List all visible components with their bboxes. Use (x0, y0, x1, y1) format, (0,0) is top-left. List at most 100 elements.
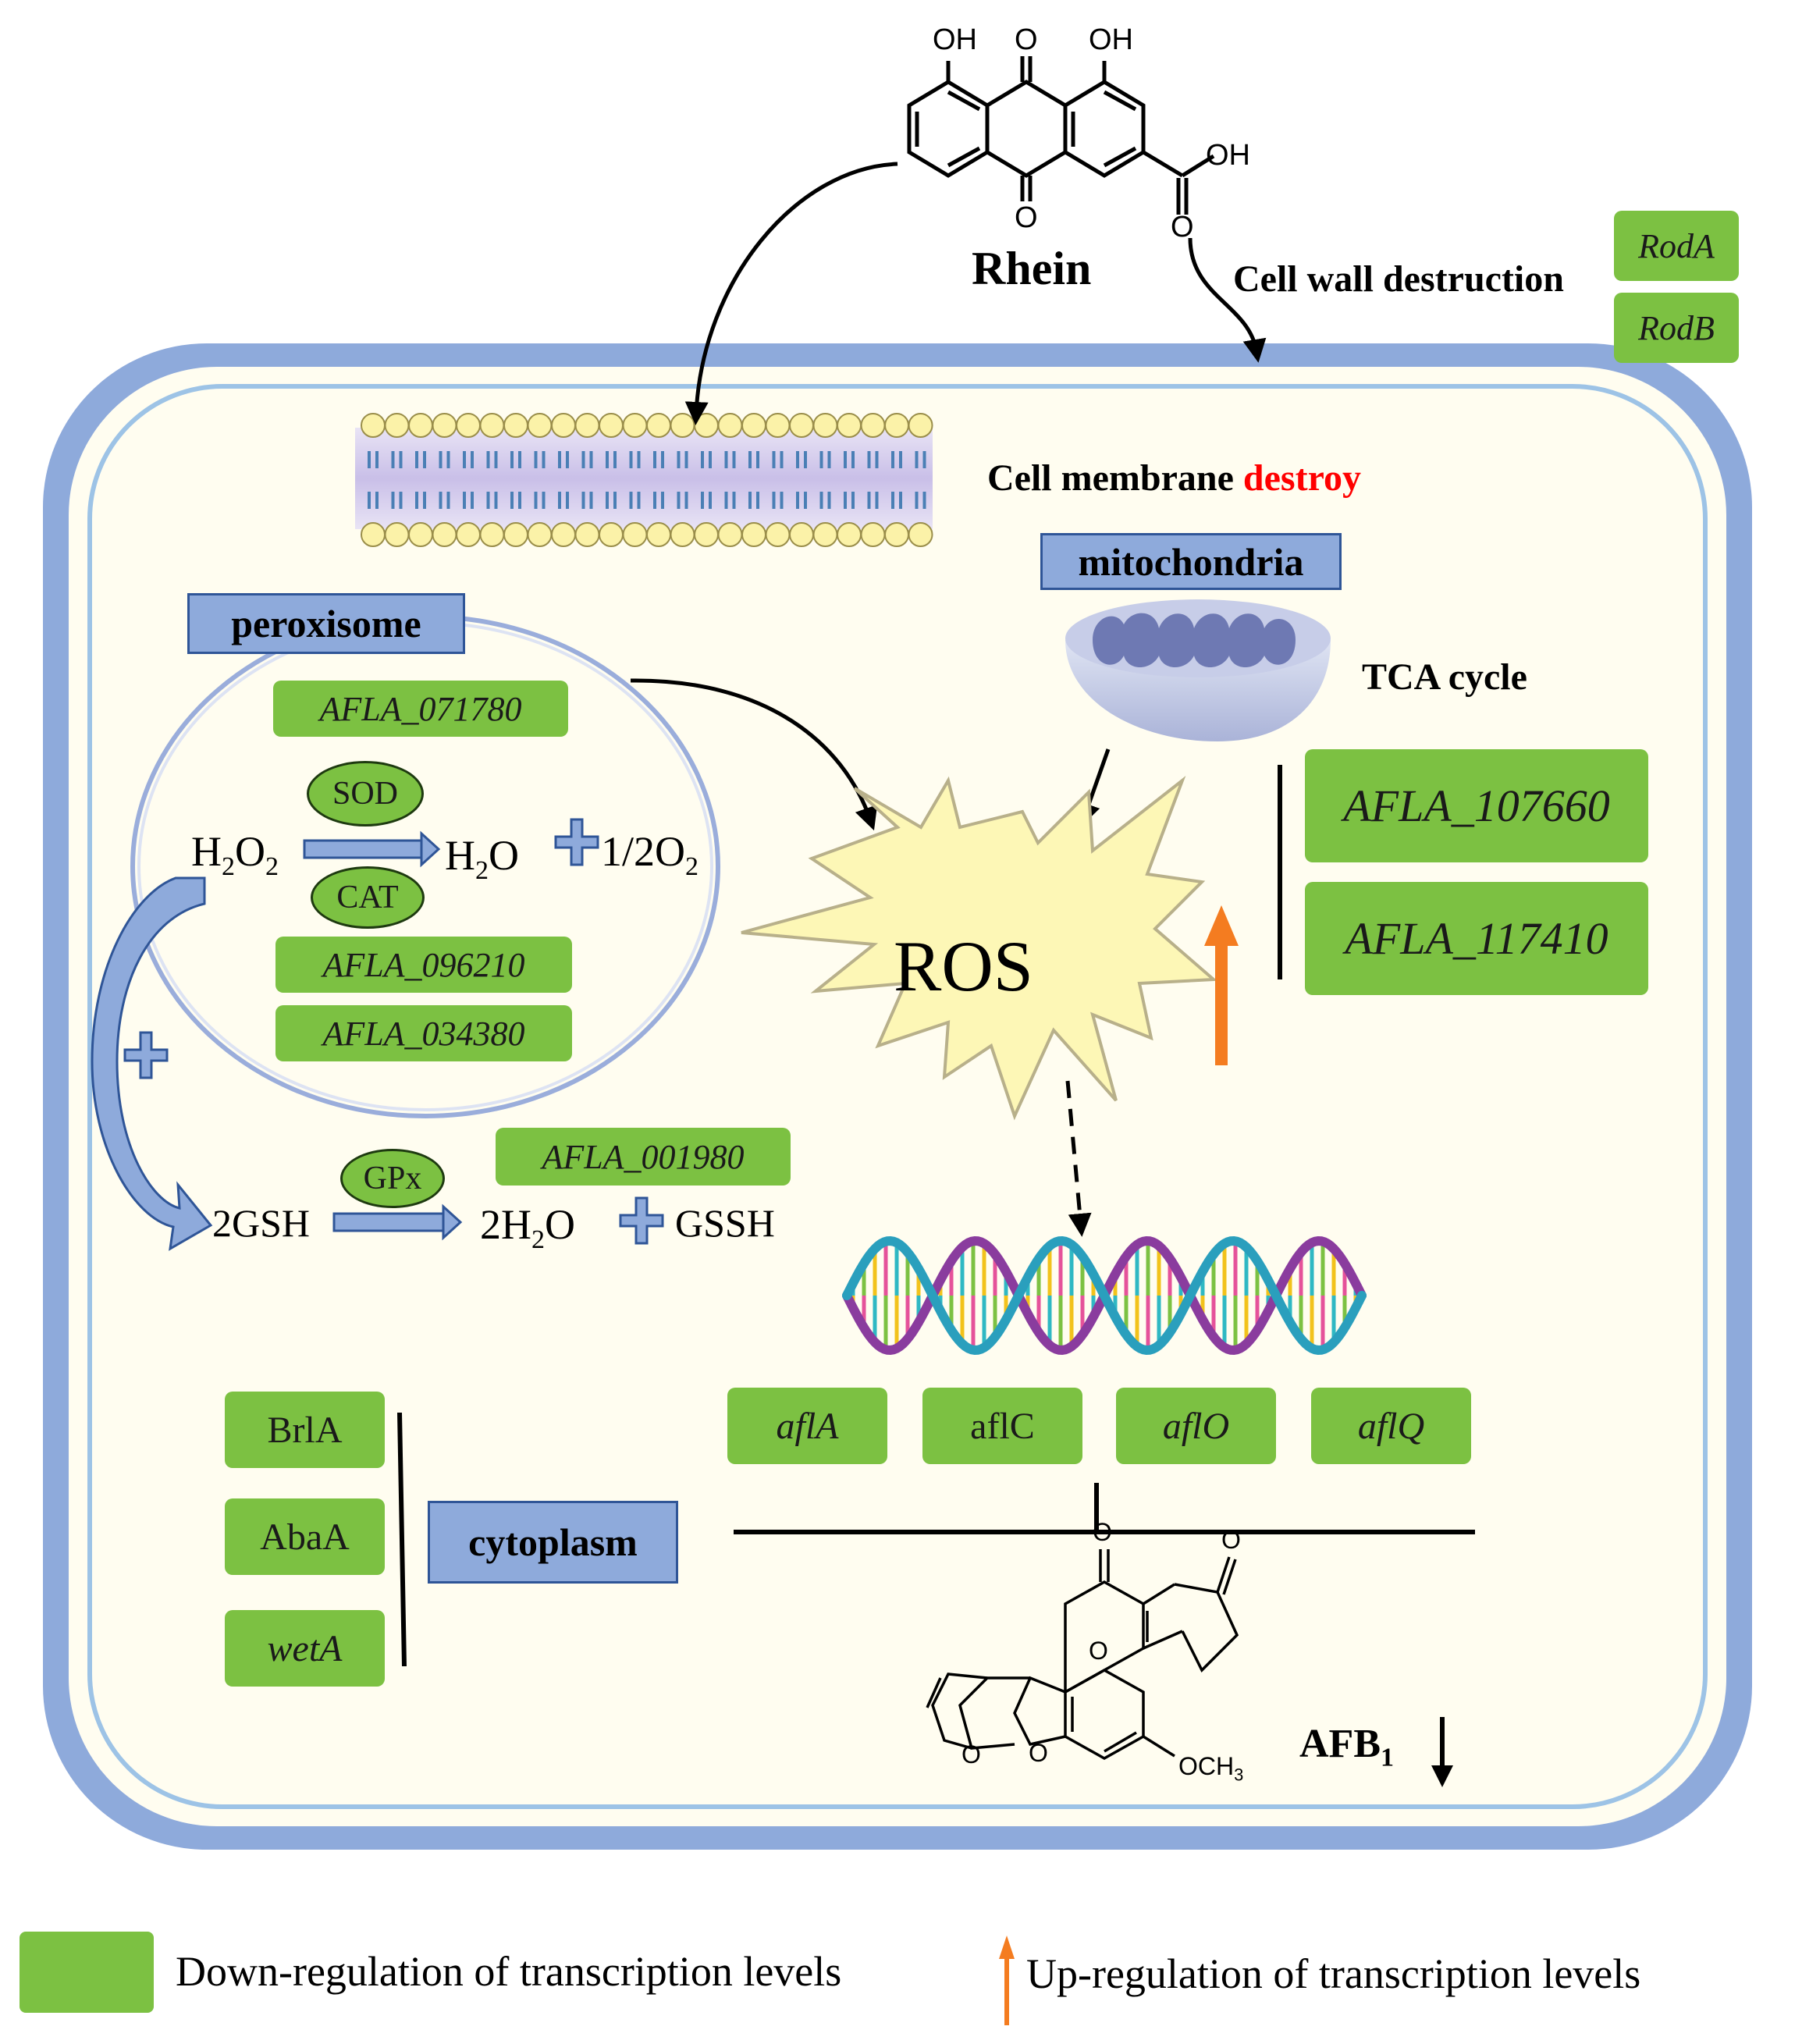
gpx-enzyme: GPx (340, 1149, 445, 1208)
dna-strand (842, 1235, 1367, 1356)
cell-wall-label: Cell wall destruction (1233, 258, 1564, 300)
h2o2-sub-a: 2 (222, 851, 235, 881)
lipid-head (765, 413, 791, 438)
o2-label: 1/2O2 (601, 827, 698, 882)
lipid-head (694, 413, 719, 438)
h2o-h: H (445, 832, 475, 879)
gene-brla: BrlA (225, 1392, 385, 1468)
water-sub: 2 (531, 1225, 545, 1254)
lipid-head (456, 413, 481, 438)
ros-starburst (741, 776, 1218, 1121)
h2o2-to-gsh-curve-arrow (91, 876, 213, 1251)
gsh-product-gssh: GSSH (675, 1201, 775, 1245)
lipid-head (670, 413, 695, 438)
lipid-head (432, 522, 457, 547)
gene-weta: wetA (225, 1610, 385, 1687)
h2o-o: O (489, 832, 519, 879)
lipid-head (884, 413, 909, 438)
lipid-head (789, 522, 814, 547)
gene-rodb: RodB (1614, 293, 1739, 363)
lipid-head (574, 413, 600, 438)
membrane-label: Cell membrane destroy (987, 457, 1361, 499)
h2o-label: H2O (445, 831, 519, 886)
mitochondria-icon (1065, 599, 1331, 741)
lipid-head (646, 413, 671, 438)
cytoplasm-gene-bracket (397, 1412, 407, 1667)
lipid-head (789, 413, 814, 438)
lipid-head (479, 522, 505, 547)
lipid-head (622, 522, 648, 547)
water-2h: 2H (480, 1201, 531, 1248)
afb1-o-furan-b: O (1029, 1739, 1048, 1767)
h2o-sub: 2 (475, 855, 489, 885)
membrane-label-text: Cell membrane (987, 457, 1243, 499)
lipid-head (408, 522, 433, 547)
lipid-head (741, 413, 766, 438)
afb1-och3-sub: 3 (1234, 1765, 1244, 1785)
lipid-head (765, 522, 791, 547)
lipid-head (599, 522, 624, 547)
rhein-o-acid: O (1171, 211, 1194, 244)
gene-afla: aflA (727, 1388, 887, 1464)
cytoplasm-label: cytoplasm (428, 1501, 678, 1584)
lipid-head (812, 413, 838, 438)
gsh-product-water: 2H2O (480, 1200, 575, 1255)
gene-afla-107660: AFLA_107660 (1305, 749, 1648, 862)
lipid-head (527, 522, 553, 547)
lipid-head (837, 522, 862, 547)
lipid-head (670, 522, 695, 547)
gene-roda: RodA (1614, 211, 1739, 281)
legend-green-swatch (20, 1932, 154, 2013)
lipid-head (479, 413, 505, 438)
lipid-head (860, 413, 886, 438)
gene-aflq: aflQ (1311, 1388, 1471, 1464)
rhein-o-bottom: O (1015, 201, 1038, 234)
afb1-o-furan-a: O (961, 1740, 981, 1769)
membrane-label-destroy: destroy (1242, 457, 1362, 499)
lipid-head (432, 413, 457, 438)
lipid-bilayer (355, 413, 933, 547)
lipid-head (646, 522, 671, 547)
afb1-och3: OCH3 (1178, 1752, 1243, 1785)
afb1-structure (926, 1549, 1239, 1761)
lipid-head (456, 522, 481, 547)
afb1-o-ketone: O (1221, 1526, 1241, 1554)
ros-to-dna-arrow (1065, 1080, 1092, 1237)
lipid-head (908, 413, 933, 438)
peroxisome-label: peroxisome (187, 593, 465, 654)
rhein-oh-acid: OH (1206, 139, 1250, 172)
gene-afla-001980: AFLA_001980 (496, 1128, 791, 1186)
afb1-label-sub: 1 (1381, 1743, 1394, 1772)
sod-enzyme: SOD (307, 761, 424, 826)
rhein-structure (907, 56, 1215, 215)
afl-gene-bracket (734, 1483, 1475, 1534)
legend-down-label: Down-regulation of transcription levels (176, 1948, 842, 1995)
rhein-to-wall-arrow (1188, 237, 1267, 363)
dna-helix-icon (842, 1235, 1367, 1356)
lipid-head (812, 522, 838, 547)
lipid-head (503, 522, 528, 547)
gene-afla-096210: AFLA_096210 (275, 937, 572, 993)
lipid-head (551, 413, 576, 438)
gene-afla-117410: AFLA_117410 (1305, 882, 1648, 995)
lipid-head (717, 522, 743, 547)
gene-aflo: aflO (1116, 1388, 1276, 1464)
lipid-head (884, 522, 909, 547)
gene-afla-034380: AFLA_034380 (275, 1005, 572, 1061)
lipid-head (361, 522, 386, 547)
afb1-o-lactone-ring: O (1089, 1637, 1108, 1665)
lipid-head (503, 413, 528, 438)
lipid-head (361, 413, 386, 438)
o2-sub: 2 (685, 851, 698, 881)
lipid-head (908, 522, 933, 547)
afb1-o-lactone-carbonyl: O (1093, 1518, 1112, 1546)
lipid-head (622, 413, 648, 438)
lipid-head (694, 522, 719, 547)
afb1-label: AFB1 (1299, 1721, 1394, 1772)
h2o2-label: H2O2 (191, 827, 279, 882)
gsh-reactant: 2GSH (212, 1201, 311, 1245)
lipid-head (384, 522, 410, 547)
h2o2-reaction-arrow (303, 830, 441, 868)
lipid-head (860, 522, 886, 547)
